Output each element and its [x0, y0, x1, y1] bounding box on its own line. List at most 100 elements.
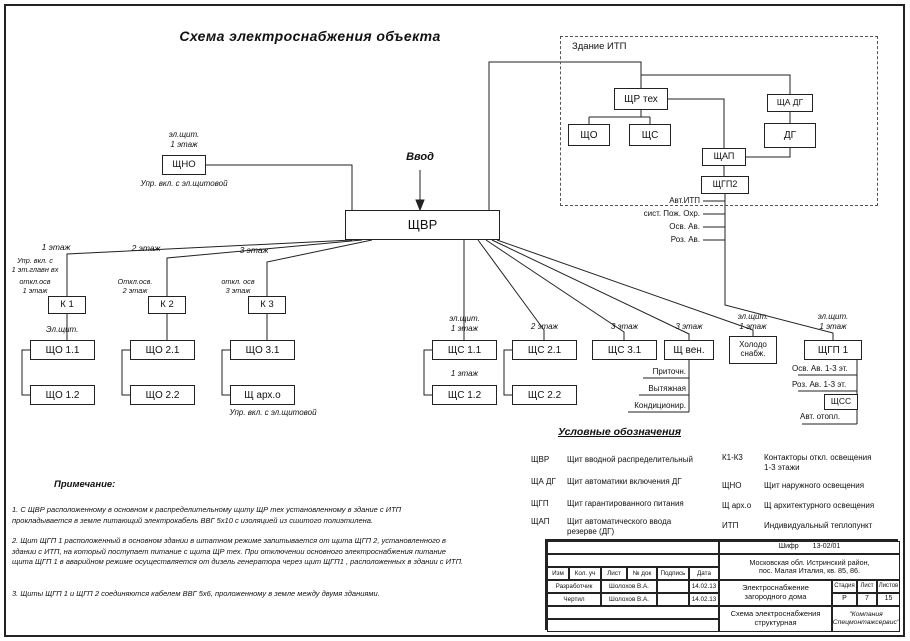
itp-load-osv: Осв. Ав.: [669, 222, 700, 231]
node-schs-22: ЩС 2.2: [512, 385, 577, 405]
stamp-sheet-label: Лист: [857, 580, 877, 593]
legend-header: Условные обозначения: [558, 426, 682, 438]
vent-load-supply: Приточн.: [652, 367, 686, 376]
stamp-col-data: Дата: [689, 567, 719, 580]
floor-label-3: 3 этаж: [239, 245, 269, 255]
itp-building-label: Здание ИТП: [572, 41, 627, 52]
node-scho-itp: ЩО: [568, 124, 610, 146]
drawing-frame: [4, 4, 905, 637]
stamp-sig-developer: [657, 580, 689, 593]
node-schno: ЩНО: [162, 155, 206, 175]
legend-term-scha-dg: ЩА ДГ: [531, 477, 556, 486]
node-shr-teh: ЩР тех: [614, 88, 668, 110]
node-scho-12: ЩО 1.2: [30, 385, 95, 405]
legend-def-shvr: Щит вводной распределительный: [567, 455, 693, 464]
node-schap: ЩАП: [702, 148, 746, 166]
stamp-role-developer: Разработчик: [547, 580, 601, 593]
schno-control-note: Упр. вкл. с эл.щитовой: [140, 179, 228, 188]
legend-def-schno: Щит наружного освещения: [764, 481, 865, 490]
stamp-role-drafter: Чертил: [547, 593, 601, 606]
node-schven: Щ вен.: [664, 340, 714, 360]
stamp-col-kol-uch: Кол. уч: [569, 567, 601, 580]
arh-control-note: Упр. вкл. с эл.щитовой: [229, 408, 317, 417]
gp1-load-emergency-light: Осв. Ав. 1-3 эт.: [792, 364, 848, 373]
node-schgp2: ЩГП2: [701, 176, 749, 194]
schs31-floor-label: 3 этаж: [610, 322, 639, 331]
node-scho-31: ЩО 3.1: [230, 340, 295, 360]
node-dg: ДГ: [764, 123, 816, 148]
stamp-name-drafter: Шолохов В.А.: [601, 593, 657, 606]
input-label: Ввод: [406, 151, 434, 163]
legend-term-schap: ЩАП: [531, 517, 550, 526]
floor-label-1: 1 этаж: [41, 242, 71, 252]
stamp-sheet-value: 7: [857, 593, 877, 606]
stamp-blank-row-1: [547, 541, 719, 554]
page-title: Схема электроснабжения объекта: [179, 28, 441, 44]
node-schs-itp: ЩС: [629, 124, 671, 146]
node-scho-22: ЩО 2.2: [130, 385, 195, 405]
legend-def-scha-dg: Щит автоматики включения ДГ: [567, 477, 682, 486]
legend-term-shvr: ЩВР: [531, 455, 550, 464]
stamp-company: "Компания Спецмонтажсервис": [832, 606, 900, 632]
legend-def-itp: Индивидуальный теплопункт: [764, 521, 873, 530]
node-k2: К 2: [148, 296, 186, 314]
note-2: 2. Щит ЩГП 1 расположенный в основном зд…: [12, 536, 464, 566]
vent-load-ac: Кондиционир.: [634, 401, 686, 410]
stamp-col-doc: № док: [627, 567, 657, 580]
legend-term-itp: ИТП: [722, 521, 739, 530]
node-k1: К 1: [48, 296, 86, 314]
note-1: 1. С ЩВР расположенному в основном к рас…: [12, 505, 402, 525]
stamp-code-label: Шифр: [778, 543, 799, 551]
stamp-col-list: Лист: [601, 567, 627, 580]
node-holodo: Холодо снабж.: [729, 336, 777, 364]
schs11-floor-label: эл.щит. 1 этаж: [449, 314, 480, 333]
legend-def-k1-k3: Контакторы откл. освещения 1-3 этажи: [764, 453, 872, 472]
stamp-stage-value: Р: [832, 593, 857, 606]
k1-off-note: откл.осв 1 этаж: [19, 277, 51, 295]
k1-control-note: Упр. вкл. с 1 эт.главн вх: [11, 256, 59, 274]
node-schs-31: ЩС 3.1: [592, 340, 657, 360]
node-sch-arh: Щ арх.о: [230, 385, 295, 405]
legend-term-schgp: ЩГП: [531, 499, 549, 508]
node-schss: ЩСС: [824, 394, 858, 410]
vent-load-exhaust: Вытяжная: [648, 384, 686, 393]
k3-off-note: откл. осв 3 этаж: [221, 277, 255, 295]
schs12-floor-label: 1 этаж: [450, 369, 479, 378]
gp1-load-emergency-socket: Роз. Ав. 1-3 эт.: [792, 380, 847, 389]
title-block: Изм Кол. уч Лист № док Подпись Дата Разр…: [545, 539, 900, 632]
node-scha-dg: ЩА ДГ: [767, 94, 813, 112]
schno-floor-label: эл.щит. 1 этаж: [168, 130, 200, 149]
node-schs-11: ЩС 1.1: [432, 340, 497, 360]
gp1-floor-label: эл.щит. 1 этаж: [817, 312, 849, 331]
stamp-blank-row-4: [547, 619, 719, 632]
legend-term-k1-k3: К1-К3: [722, 453, 743, 462]
node-scho-21: ЩО 2.1: [130, 340, 195, 360]
stamp-blank-row-2: [547, 554, 719, 567]
vent-floor-label: 3 этаж: [675, 322, 703, 331]
stamp-sheets-label: Листов: [877, 580, 900, 593]
stamp-name-developer: Шолохов В.А.: [601, 580, 657, 593]
cold-floor-label: эл.щит. 1 этаж: [737, 312, 769, 331]
legend-def-sch-arh: Щ архитектурного освещения: [764, 501, 875, 510]
stamp-col-izm: Изм: [547, 567, 569, 580]
floor-label-2: 2 этаж: [131, 243, 161, 253]
elshit-note: Эл.щит.: [46, 325, 79, 334]
stamp-stage-label: Стадия: [832, 580, 857, 593]
k2-off-note: Откл.осв. 2 этаж: [117, 277, 153, 295]
notes-header: Примечание:: [54, 479, 116, 490]
legend-def-schap: Щит автоматического ввода резерве (ДГ): [567, 517, 672, 536]
stamp-col-podpis: Подпись: [657, 567, 689, 580]
node-schs-21: ЩС 2.1: [512, 340, 577, 360]
node-schgp1: ЩГП 1: [804, 340, 862, 360]
stamp-date-developer: 14.02.13: [689, 580, 719, 593]
legend-term-schno: ЩНО: [722, 481, 742, 490]
stamp-sheets-value: 15: [877, 593, 900, 606]
stamp-blank-row-3: [547, 606, 719, 619]
stamp-code-cell: Шифр 13-02/01: [719, 541, 900, 554]
itp-load-roz: Роз. Ав.: [670, 235, 700, 244]
legend-term-sch-arh: Щ арх.о: [722, 501, 752, 510]
node-k3: К 3: [248, 296, 286, 314]
stamp-code-value: 13-02/01: [812, 543, 841, 551]
stamp-address: Московская обл. Истринский район, пос. М…: [719, 554, 900, 580]
